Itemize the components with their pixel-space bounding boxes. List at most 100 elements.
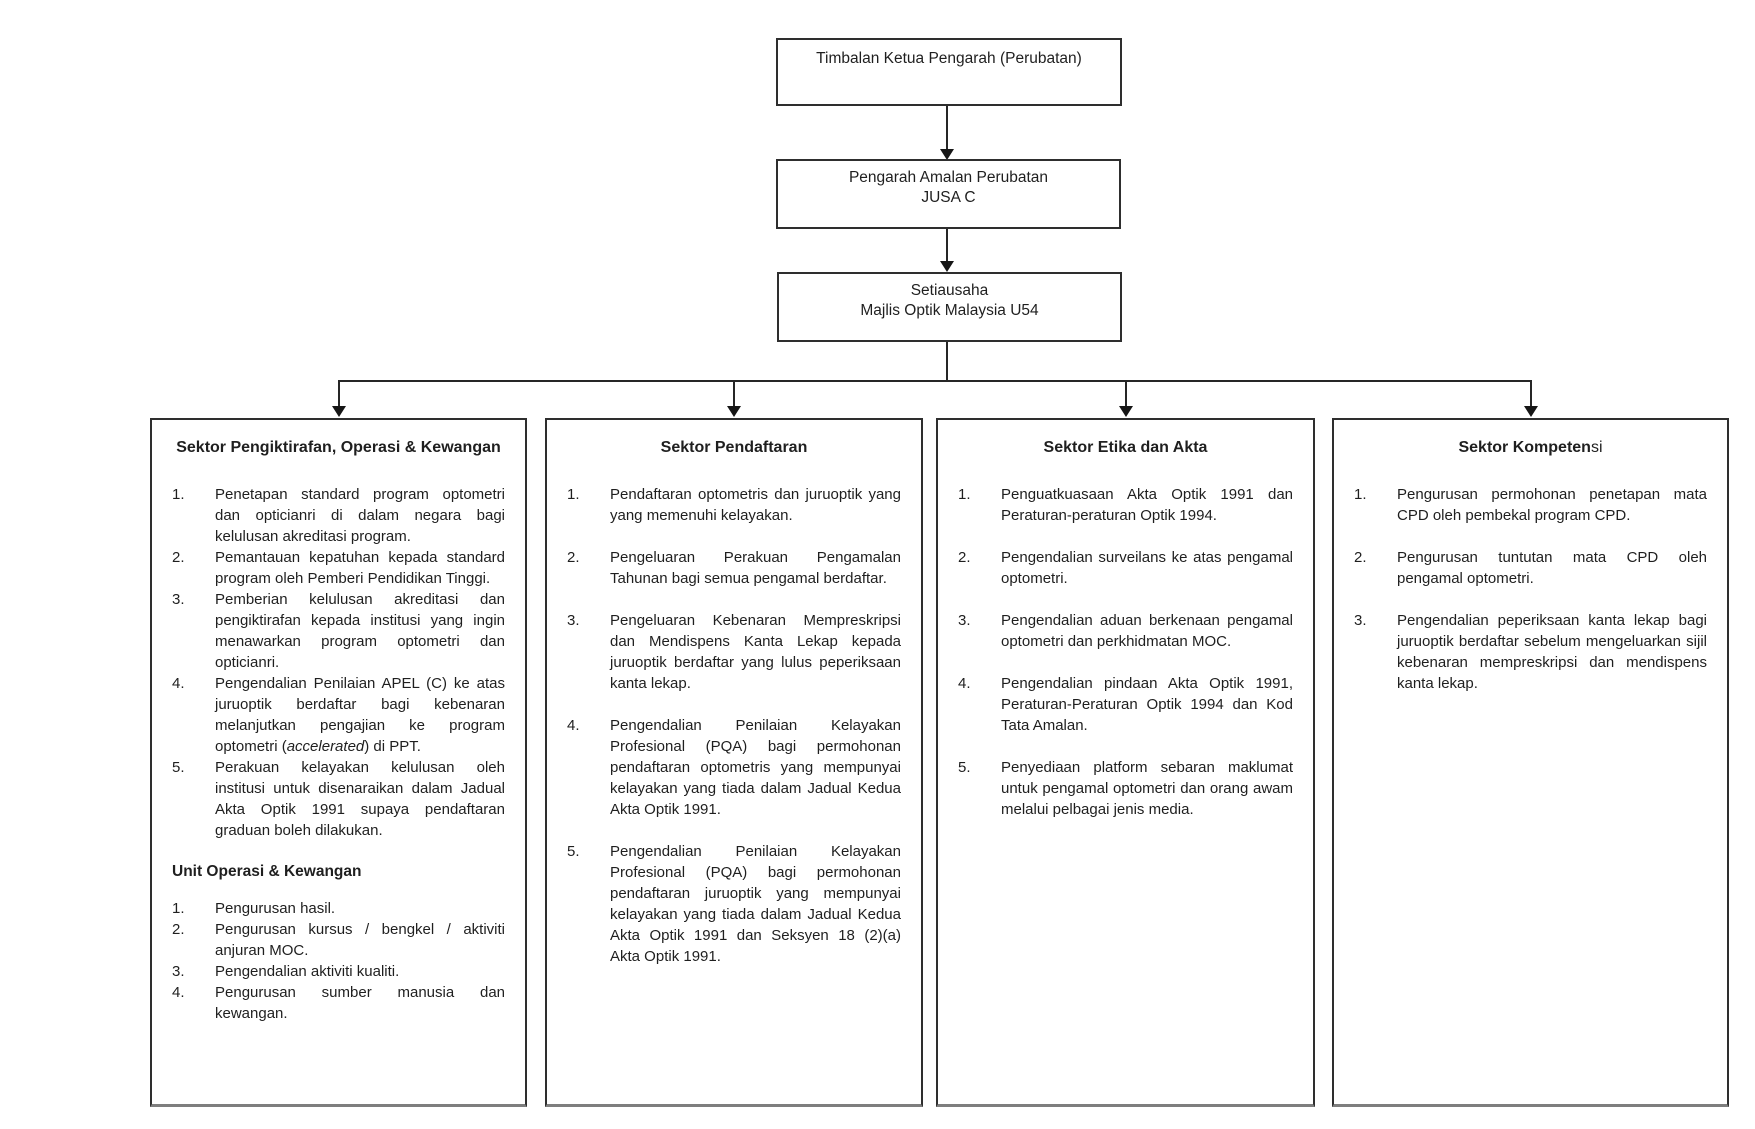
sector-pendaftaran-box: Sektor Pendaftaran 1. Pendaftaran optomet… <box>545 418 923 1107</box>
list-item: 2.Pengeluaran Perakuan Pengamalan Tahuna… <box>567 547 901 589</box>
list-item-text: Pengendalian Penilaian APEL (C) ke atas … <box>215 675 505 755</box>
unit-operasi-subheading: Unit Operasi & Kewangan <box>172 863 362 880</box>
arrow-down-icon <box>727 406 741 417</box>
list-item-number: 1. <box>567 486 580 503</box>
list-item-number: 5. <box>567 843 580 860</box>
list-item: 2. Pengendalian surveilans ke atas pengam… <box>958 547 1293 589</box>
list-item: 3. Pemberian kelulusan akreditasi dan pen… <box>172 589 505 673</box>
arrow-down-icon <box>1524 406 1538 417</box>
list-item-number: 5. <box>958 759 971 776</box>
list-item-text: Pemantauan kepatuhan kepada standard pro… <box>215 549 505 587</box>
list-item: 5. Pengendalian Penilaian Kelayakan Profe… <box>567 841 901 967</box>
list-item: 1. Pengurusan permohonan penetapan mata C… <box>1354 484 1707 526</box>
list-item: 1. Penguatkuasaan Akta Optik 1991 dan Per… <box>958 484 1293 526</box>
list-item-number: 1. <box>958 486 971 503</box>
node-sublabel: Majlis Optik Malaysia U54 <box>860 302 1039 319</box>
list-item-text: Pendaftaran optometris dan juruoptik yan… <box>610 486 901 524</box>
list-item-text: Pengendalian Penilaian Kelayakan Profesi… <box>610 717 901 818</box>
list-item-number: 4. <box>172 675 185 692</box>
sector-title: Sektor Pendaftaran <box>660 439 808 456</box>
list-item-text: Pengendalian aduan berkenaan pengamal op… <box>1001 612 1293 650</box>
sector-item-list: 1. Pendaftaran optometris dan juruoptik y… <box>547 484 921 967</box>
node-sublabel: JUSA C <box>921 189 976 206</box>
connector-line <box>338 380 340 407</box>
list-item: 1. Pendaftaran optometris dan juruoptik y… <box>567 484 901 526</box>
list-item-text: Pengurusan hasil. <box>215 900 336 917</box>
list-item-text: Pengendalian pindaan Akta Optik 1991, Pe… <box>1001 675 1293 734</box>
list-item: 4. Pengendalian Penilaian APEL (C) ke ata… <box>172 673 505 757</box>
arrow-down-icon <box>1119 406 1133 417</box>
list-item-text: Pengurusan tuntutan mata CPD oleh pengam… <box>1397 549 1707 587</box>
connector-line <box>1530 380 1532 407</box>
list-item-number: 2. <box>958 549 971 566</box>
list-item-number: 3. <box>958 612 971 629</box>
list-item-number: 2. <box>1354 549 1367 566</box>
connector-line <box>1125 380 1127 407</box>
connector-line <box>338 380 1532 382</box>
list-item-text: Pengurusan permohonan penetapan mata CPD… <box>1397 486 1707 524</box>
connector-line <box>946 106 948 150</box>
list-item: 3. Pengeluaran Kebenaran Mempreskripsi da… <box>567 610 901 694</box>
list-item-text: Pengurusan sumber manusia dan kewangan. <box>215 984 505 1022</box>
list-item-text: Penetapan standard program optometri dan… <box>215 486 505 545</box>
list-item-number: 4. <box>172 984 185 1001</box>
list-item: 2. Pemantauan kepatuhan kepada standard p… <box>172 547 505 589</box>
node-label: Setiausaha <box>910 282 989 299</box>
list-item: 1. Penetapan standard program optometri d… <box>172 484 505 547</box>
list-item-number: 2. <box>172 549 185 566</box>
list-item-text: Pengeluaran Perakuan Pengamalan Tahunan … <box>610 549 901 587</box>
list-item-number: 1. <box>172 900 185 917</box>
arrow-down-icon <box>940 149 954 160</box>
connector-line <box>733 380 735 407</box>
node-label: Pengarah Amalan Perubatan <box>848 169 1049 186</box>
list-item: 5. Penyediaan platform sebaran maklumat u… <box>958 757 1293 820</box>
list-item-text: Pemberian kelulusan akreditasi dan pengi… <box>215 591 505 671</box>
list-item-number: 5. <box>172 759 185 776</box>
list-item-number: 3. <box>567 612 580 629</box>
list-item-number: 4. <box>958 675 971 692</box>
list-item-number: 3. <box>172 591 185 608</box>
connector-line <box>946 342 948 382</box>
list-item-text: Pengendalian aktiviti kualiti. <box>215 963 400 980</box>
list-item: 2. Pengurusan kursus / bengkel / aktiviti… <box>172 919 505 961</box>
node-pengarah-amalan-perubatan: Pengarah Amalan Perubatan JUSA C <box>776 159 1121 229</box>
sector-kompetensi-box: Sektor Kompetensi 1. Pengurusan permohona… <box>1332 418 1729 1107</box>
list-item: 3. Pengendalian aktiviti kualiti. <box>172 961 505 982</box>
list-item: 3. Pengendalian peperiksaan kanta lekap b… <box>1354 610 1707 694</box>
list-item-text: Pengurusan kursus / bengkel / aktiviti a… <box>215 921 505 959</box>
unit-item-list: 1. Pengurusan hasil. 2. Pengurusan kursus /… <box>152 898 525 1024</box>
list-item-number: 3. <box>1354 612 1367 629</box>
list-item-text: Penguatkuasaan Akta Optik 1991 dan Perat… <box>1001 486 1293 524</box>
list-item-text: Perakuan kelayakan kelulusan oleh instit… <box>215 759 505 839</box>
sector-title: Sektor Pengiktirafan, Operasi & Kewangan <box>176 439 501 456</box>
sector-item-list: 1. Pengurusan permohonan penetapan mata C… <box>1334 484 1727 694</box>
list-item: 1. Pengurusan hasil. <box>172 898 505 919</box>
list-item-number: 1. <box>172 486 185 503</box>
sector-item-list: 1. Penguatkuasaan Akta Optik 1991 dan Per… <box>938 484 1313 820</box>
sector-title: Sektor Kompetensi <box>1458 439 1603 456</box>
list-item-text: Pengendalian surveilans ke atas pengamal… <box>1001 549 1293 587</box>
list-item-number: 4. <box>567 717 580 734</box>
list-item-text: Pengeluaran Kebenaran Mempreskripsi dan … <box>610 612 901 692</box>
list-item: 2. Pengurusan tuntutan mata CPD oleh peng… <box>1354 547 1707 589</box>
node-label: Timbalan Ketua Pengarah (Perubatan) <box>816 50 1082 67</box>
connector-line <box>946 229 948 262</box>
list-item: 4. Pengendalian pindaan Akta Optik 1991, … <box>958 673 1293 736</box>
node-setiausaha: Setiausaha Majlis Optik Malaysia U54 <box>777 272 1122 342</box>
list-item-number: 3. <box>172 963 185 980</box>
list-item-number: 1. <box>1354 486 1367 503</box>
sector-pengiktirafan-box: Sektor Pengiktirafan, Operasi & Kewangan… <box>150 418 527 1107</box>
list-item: 3. Pengendalian aduan berkenaan pengamal … <box>958 610 1293 652</box>
list-item: 4. Pengendalian Penilaian Kelayakan Profe… <box>567 715 901 820</box>
list-item-text: Pengendalian Penilaian Kelayakan Profesi… <box>610 843 901 965</box>
list-item-number: 2. <box>172 921 185 938</box>
sector-etika-box: Sektor Etika dan Akta 1. Penguatkuasaan A… <box>936 418 1315 1107</box>
list-item-text: Pengendalian peperiksaan kanta lekap bag… <box>1397 612 1707 692</box>
sector-title: Sektor Etika dan Akta <box>1043 439 1208 456</box>
node-timbalan-ketua-pengarah: Timbalan Ketua Pengarah (Perubatan) <box>776 38 1122 106</box>
list-item: 5. Perakuan kelayakan kelulusan oleh inst… <box>172 757 505 841</box>
arrow-down-icon <box>940 261 954 272</box>
list-item-text: Penyediaan platform sebaran maklumat unt… <box>1001 759 1293 818</box>
arrow-down-icon <box>332 406 346 417</box>
